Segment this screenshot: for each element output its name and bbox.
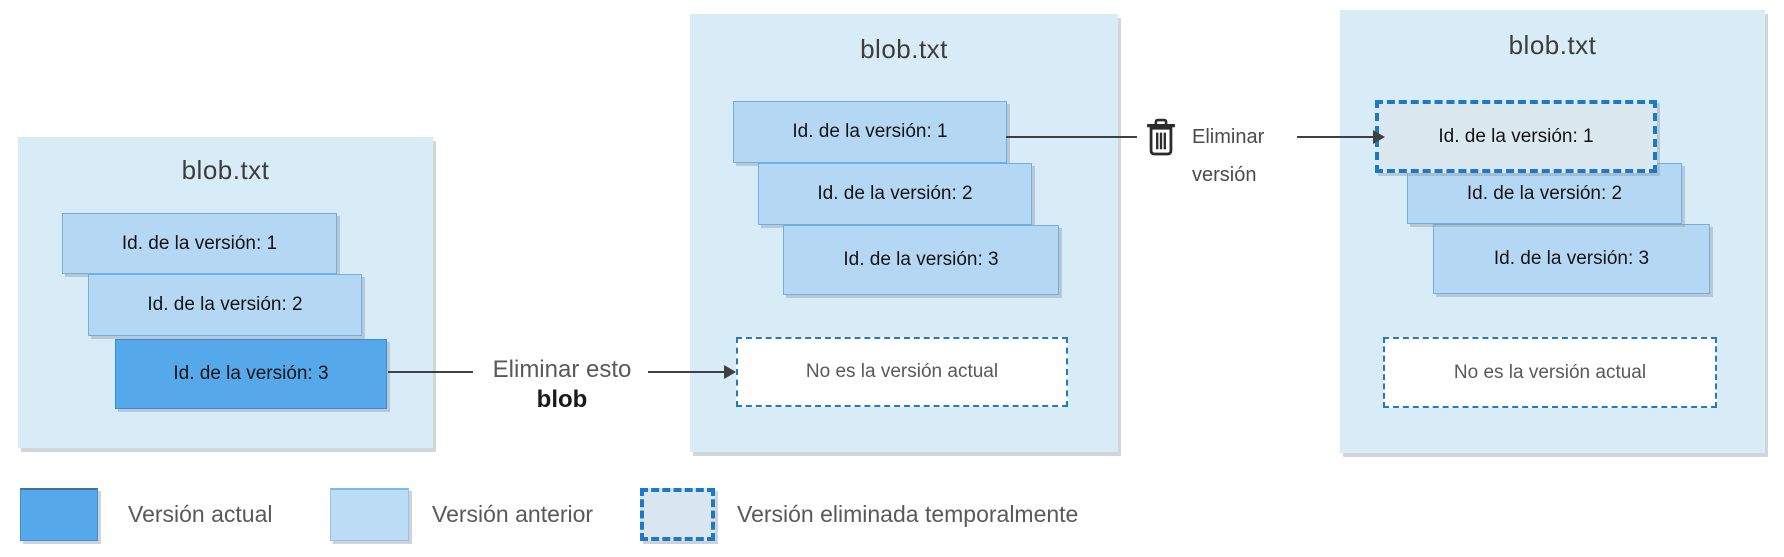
- blob-file-title: blob.txt: [1508, 30, 1597, 60]
- version-card-previous: Id. de la versión: 2: [1407, 163, 1682, 224]
- legend-label-previous-version: Versión anterior: [432, 501, 594, 527]
- version-card-previous: Id. de la versión: 3: [1433, 224, 1710, 294]
- legend-swatch-previous-version: [330, 488, 409, 541]
- version-card-previous: Id. de la versión: 2: [758, 163, 1032, 225]
- arrow-line-delete-version: [1006, 136, 1137, 138]
- not-current-version-box: No es la versión actual: [1383, 337, 1717, 408]
- delete-blob-label-line2: blob: [536, 386, 588, 413]
- legend-swatch-current-version: [20, 488, 98, 541]
- version-card-previous: Id. de la versión: 1: [733, 101, 1007, 163]
- panel-blob-after-delete-version: blob.txt Id. de la versión: 1 Id. de la …: [1340, 10, 1765, 453]
- legend-swatch-soft-deleted-version: [640, 488, 715, 541]
- version-card-previous: Id. de la versión: 1: [62, 213, 337, 274]
- legend-label-soft-deleted-version: Versión eliminada temporalmente: [737, 501, 1079, 527]
- blob-file-title: blob.txt: [860, 34, 948, 64]
- delete-version-label: Eliminar versión: [1192, 118, 1264, 194]
- version-card-soft-deleted-label: Id. de la versión: 1: [1375, 100, 1657, 173]
- arrowhead-icon: [724, 365, 736, 379]
- delete-blob-label: Eliminar esto blob: [462, 356, 662, 415]
- delete-version-label-line2: versión: [1192, 164, 1257, 186]
- version-card-soft-deleted: Id. de la versión: 1: [1375, 100, 1657, 173]
- version-card-previous: Id. de la versión: 3: [783, 225, 1059, 295]
- blob-file-title: blob.txt: [181, 155, 270, 185]
- panel-blob-after-delete: blob.txt Id. de la versión: 1 Id. de la …: [690, 14, 1118, 452]
- arrowhead-icon: [1373, 130, 1385, 144]
- legend-label-current-version: Versión actual: [128, 501, 273, 527]
- arrow-line-delete-version: [1297, 136, 1373, 138]
- version-card-current: Id. de la versión: 3: [115, 339, 387, 409]
- delete-version-label-line1: Eliminar: [1192, 126, 1265, 148]
- legend-swatch-soft-deleted-fill: [640, 488, 715, 541]
- arrow-line-delete-blob: [388, 371, 473, 373]
- version-card-previous: Id. de la versión: 2: [88, 274, 362, 336]
- arrow-line-delete-blob: [648, 371, 724, 373]
- panel-blob-initial: blob.txt Id. de la versión: 1 Id. de la …: [18, 137, 433, 448]
- delete-blob-label-line1: Eliminar esto: [492, 356, 632, 383]
- trash-icon: [1142, 116, 1180, 158]
- not-current-version-box: No es la versión actual: [736, 337, 1068, 407]
